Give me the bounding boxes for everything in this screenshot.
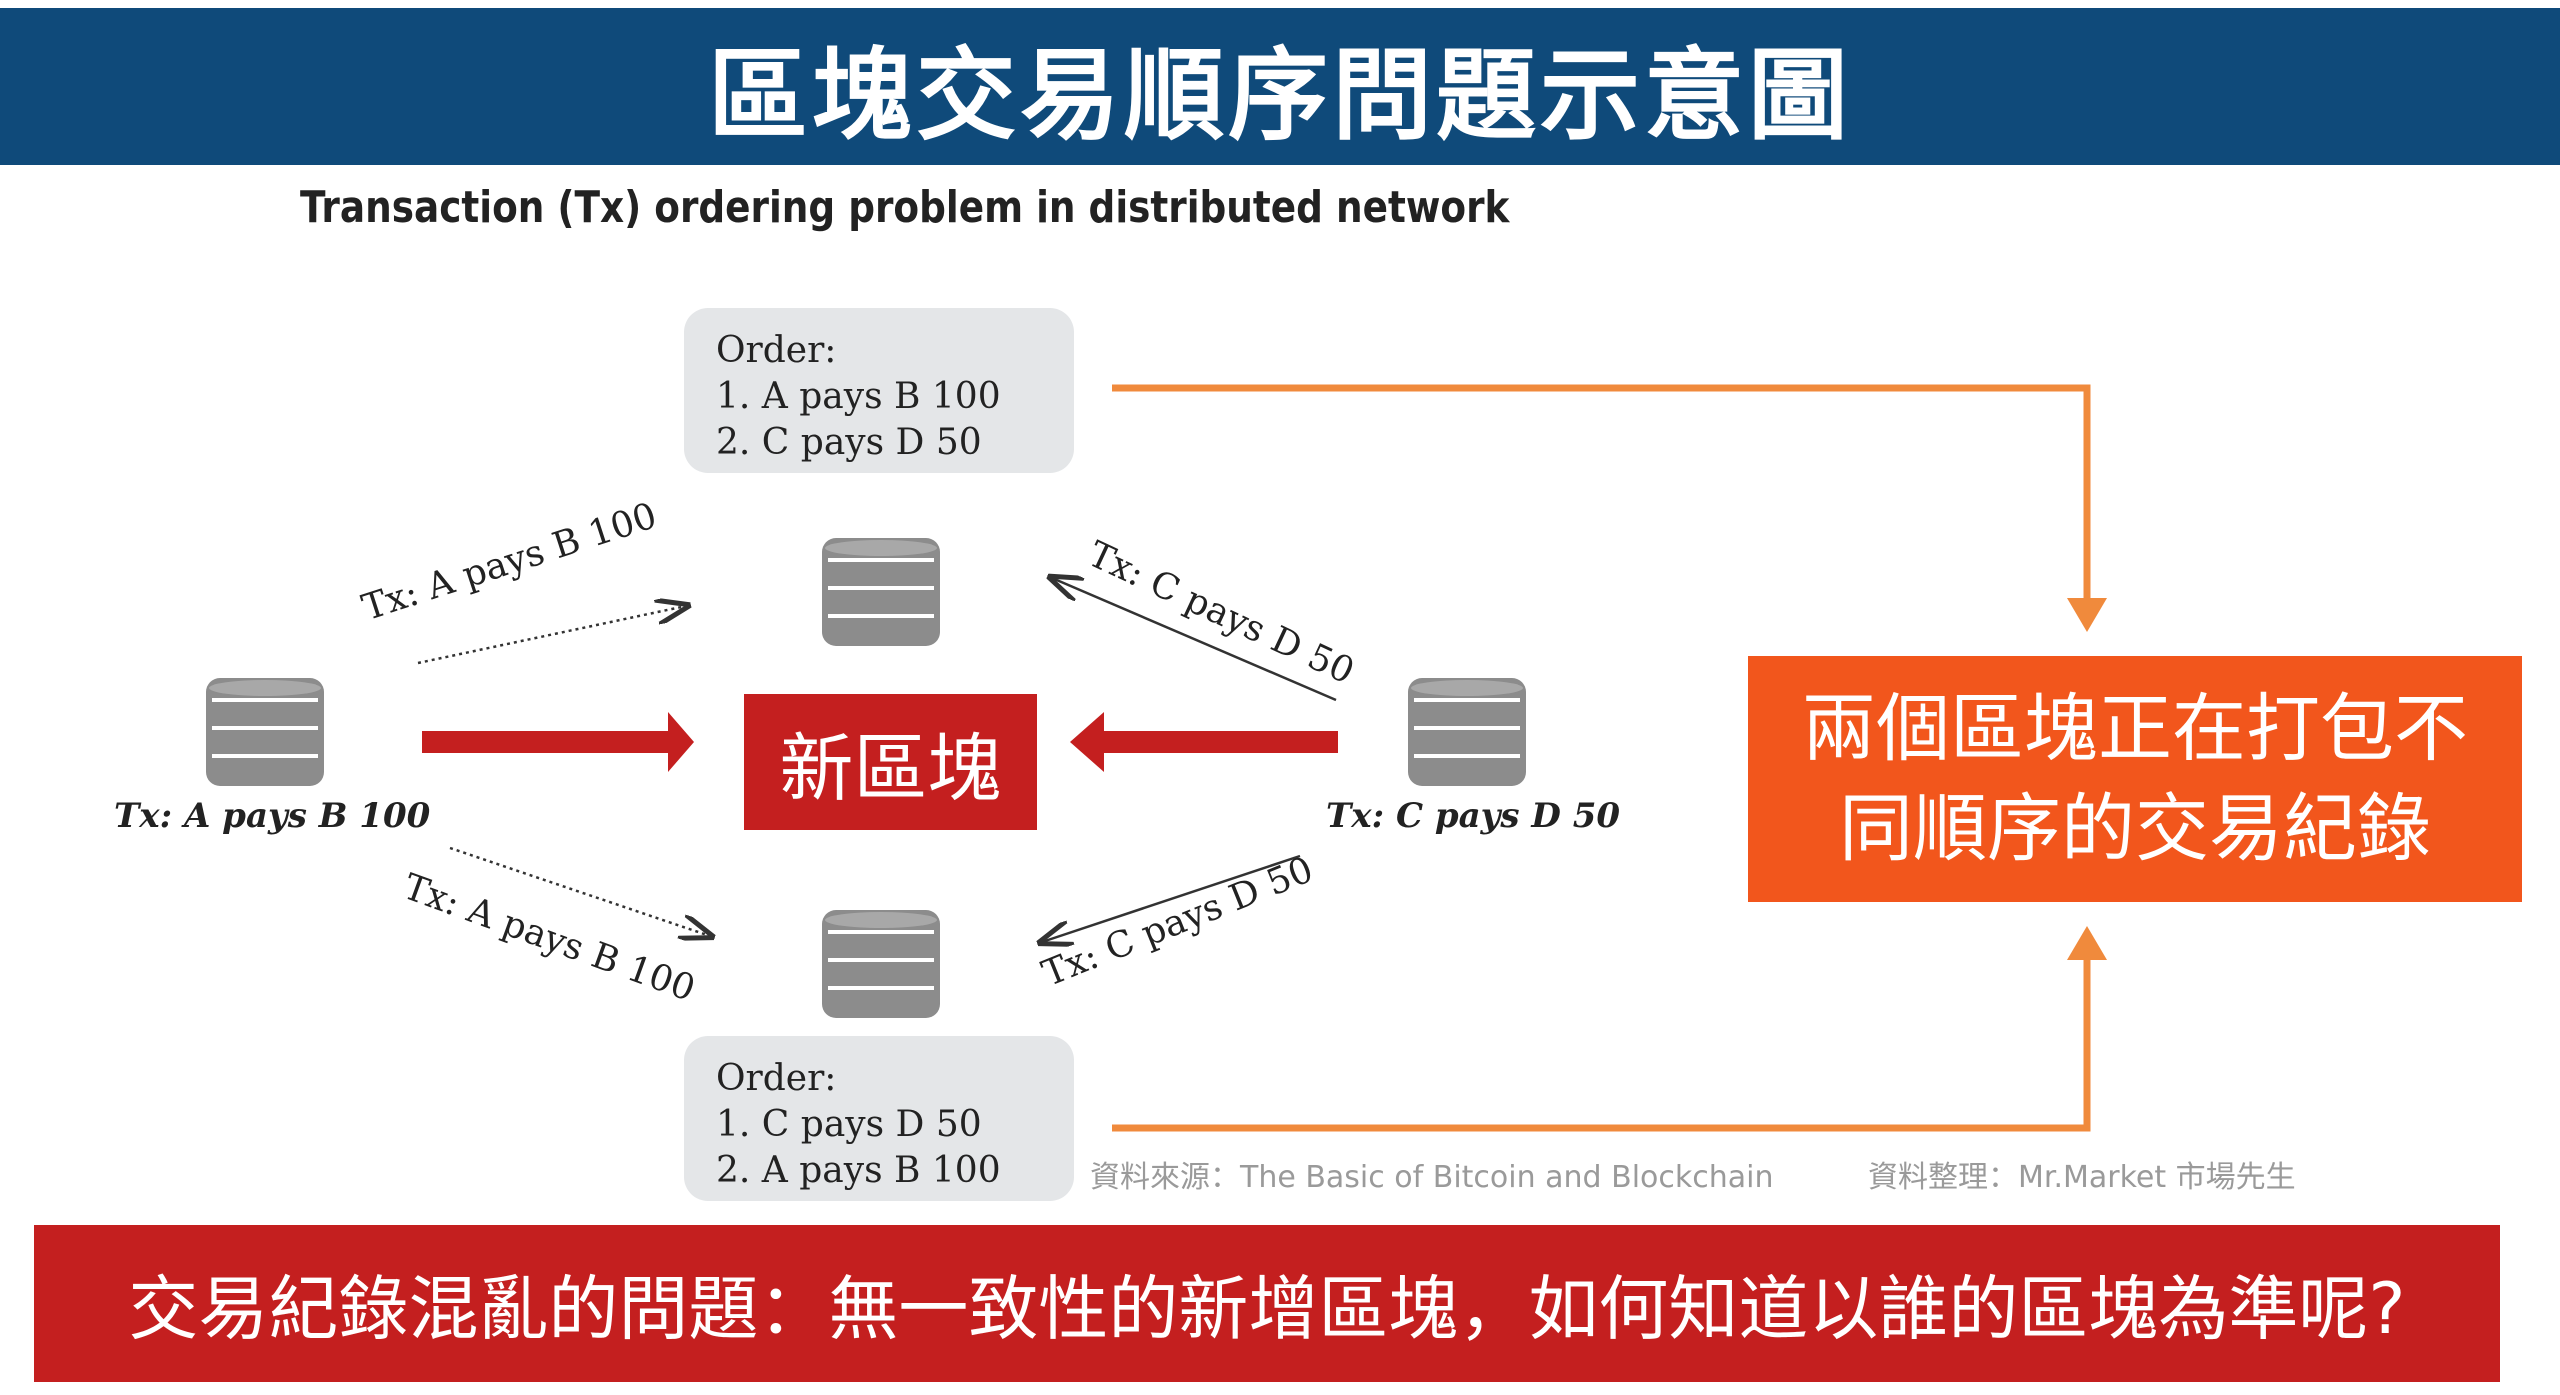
edge-top-left bbox=[417, 606, 686, 665]
compiler-credit: 資料整理：Mr.Market 市場先生 bbox=[1868, 1160, 2296, 1195]
conflict-callout: 兩個區塊正在打包不 同順序的交易紀錄 bbox=[1748, 656, 2522, 902]
diagram-subtitle: Transaction (Tx) ordering problem in dis… bbox=[300, 182, 1510, 233]
database-icon bbox=[1408, 678, 1526, 786]
order-line: 1. A pays B 100 bbox=[716, 376, 1001, 417]
page-title: 區塊交易順序問題示意圖 bbox=[708, 37, 1852, 154]
top-order-box: Order: 1. A pays B 100 2. C pays D 50 bbox=[684, 308, 1074, 473]
order-line: 2. A pays B 100 bbox=[716, 1150, 1001, 1191]
edge-bottom-right bbox=[1042, 854, 1301, 942]
bottom-banner-text: 交易紀錄混亂的問題：無一致性的新增區塊，如何知道以誰的區塊為準呢? bbox=[128, 1268, 2406, 1350]
orange-connector-bottom bbox=[1112, 926, 2107, 1132]
title-bar: 區塊交易順序問題示意圖 bbox=[0, 8, 2560, 165]
database-icon bbox=[822, 538, 940, 646]
source-credit: 資料來源：The Basic of Bitcoin and Blockchain bbox=[1090, 1160, 1774, 1195]
order-heading: Order: bbox=[716, 1058, 837, 1099]
red-arrow-left bbox=[422, 712, 694, 772]
order-line: 2. C pays D 50 bbox=[716, 422, 982, 463]
callout-line: 兩個區塊正在打包不 bbox=[1802, 686, 2468, 772]
bottom-banner: 交易紀錄混亂的問題：無一致性的新增區塊，如何知道以誰的區塊為準呢? bbox=[34, 1225, 2500, 1382]
new-block-label: 新區塊 bbox=[744, 694, 1037, 830]
orange-connector-top bbox=[1112, 384, 2107, 632]
red-arrow-right bbox=[1070, 712, 1338, 772]
order-line: 1. C pays D 50 bbox=[716, 1104, 982, 1145]
order-heading: Order: bbox=[716, 330, 837, 371]
new-block-text: 新區塊 bbox=[779, 725, 1002, 812]
edge-top-right bbox=[1052, 578, 1337, 702]
left-node-label: Tx: A pays B 100 bbox=[114, 796, 431, 836]
right-node-label: Tx: C pays D 50 bbox=[1326, 796, 1621, 836]
database-icon bbox=[206, 678, 324, 786]
database-icon bbox=[822, 910, 940, 1018]
callout-line: 同順序的交易紀錄 bbox=[1839, 786, 2431, 872]
bottom-order-box: Order: 1. C pays D 50 2. A pays B 100 bbox=[684, 1036, 1074, 1201]
